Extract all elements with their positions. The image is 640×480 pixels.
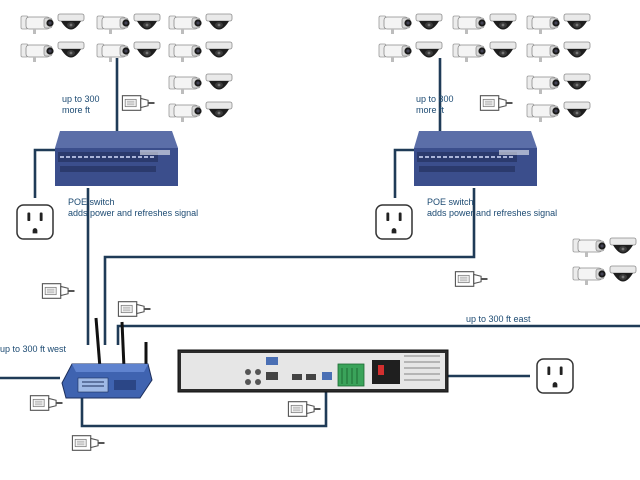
west-run-label: up to 300 ft west	[0, 344, 67, 354]
dome-camera-icon	[489, 41, 517, 58]
cable-right-switch-to-router	[103, 188, 476, 345]
cable-network	[0, 58, 640, 428]
east-camera-cluster	[572, 237, 637, 286]
dome-camera-icon	[133, 41, 161, 58]
bullet-camera-icon	[168, 75, 203, 95]
wall-outlet-icon	[16, 204, 54, 240]
dome-camera-icon	[609, 237, 637, 254]
dome-camera-icon	[205, 13, 233, 30]
bullet-camera-icon	[526, 75, 561, 95]
bullet-camera-icon	[168, 15, 203, 35]
dome-camera-icon	[205, 101, 233, 118]
bullet-camera-icon	[572, 266, 607, 286]
ethernet-plug-icon	[71, 434, 106, 452]
dome-camera-icon	[205, 73, 233, 90]
right-extension-label: up to 300 more ft	[416, 94, 454, 115]
bullet-camera-icon	[572, 238, 607, 258]
ethernet-plug-icon	[479, 94, 514, 112]
bullet-camera-icon	[96, 43, 131, 63]
bullet-camera-icon	[526, 103, 561, 123]
bullet-camera-icon	[20, 43, 55, 63]
dome-camera-icon	[57, 13, 85, 30]
dome-camera-icon	[489, 13, 517, 30]
dome-camera-icon	[609, 265, 637, 282]
bullet-camera-icon	[168, 43, 203, 63]
bullet-camera-icon	[526, 43, 561, 63]
nvr-recorder	[177, 349, 449, 393]
dome-camera-icon	[133, 13, 161, 30]
left-extension-label: up to 300 more ft	[62, 94, 100, 115]
ethernet-plug-icon	[41, 282, 76, 300]
right-switch-caption: POE switch adds power and refreshes sign…	[427, 197, 558, 218]
bullet-camera-icon	[20, 15, 55, 35]
dome-camera-icon	[415, 41, 443, 58]
cable-router-to-nvr	[80, 392, 328, 428]
bullet-camera-icon	[452, 43, 487, 63]
dome-camera-icon	[563, 73, 591, 90]
left-poe-switch	[55, 131, 178, 186]
wireless-router	[61, 317, 153, 399]
cable-left-switch-power	[33, 148, 55, 198]
dome-camera-icon	[563, 13, 591, 30]
east-run-label: up to 300 ft east	[466, 314, 531, 324]
bullet-camera-icon	[96, 15, 131, 35]
cable-east-run	[116, 324, 640, 345]
ethernet-plug-icon	[454, 270, 489, 288]
ethernet-plug-icon	[121, 94, 156, 112]
left-switch-caption: POE switch adds power and refreshes sign…	[68, 197, 199, 218]
wall-outlet-icon	[375, 204, 413, 240]
bullet-camera-icon	[452, 15, 487, 35]
bullet-camera-icon	[378, 43, 413, 63]
right-poe-switch	[414, 131, 537, 186]
dome-camera-icon	[563, 101, 591, 118]
dome-camera-icon	[563, 41, 591, 58]
cable-right-switch-power	[393, 148, 414, 198]
bullet-camera-icon	[168, 103, 203, 123]
bullet-camera-icon	[526, 15, 561, 35]
dome-camera-icon	[415, 13, 443, 30]
ethernet-plug-icon	[287, 400, 322, 418]
ethernet-plug-icon	[117, 300, 152, 318]
bullet-camera-icon	[378, 15, 413, 35]
dome-camera-icon	[57, 41, 85, 58]
dome-camera-icon	[205, 41, 233, 58]
ethernet-plug-icon	[29, 394, 64, 412]
wall-outlet-icon	[536, 358, 574, 394]
